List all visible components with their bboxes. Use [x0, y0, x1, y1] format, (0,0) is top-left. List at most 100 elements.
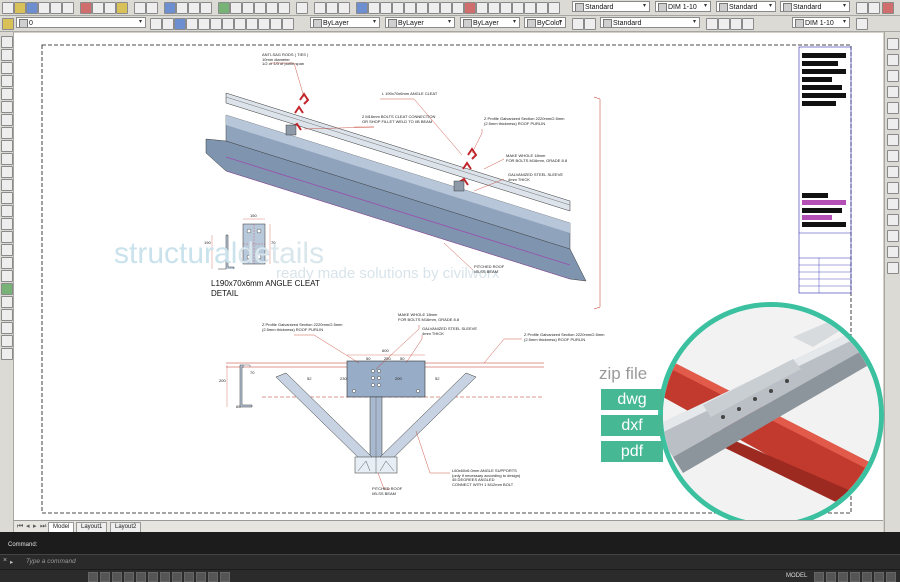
array-icon[interactable]	[1, 335, 13, 347]
isolate-objects-icon[interactable]	[862, 572, 872, 582]
design-center-icon[interactable]	[230, 2, 242, 14]
annotation-icon[interactable]	[814, 572, 824, 582]
join-icon[interactable]	[887, 166, 899, 178]
layer-manager-icon[interactable]	[314, 2, 326, 14]
arc-tool-icon[interactable]	[1, 101, 13, 113]
format-dwg-badge[interactable]: dwg	[601, 389, 663, 410]
print-icon[interactable]	[38, 2, 50, 14]
quick-properties-icon[interactable]	[208, 572, 218, 582]
layer-match-icon[interactable]	[222, 18, 234, 30]
dim-style-select[interactable]: DIM 1-10▾	[655, 1, 711, 12]
table-icon[interactable]	[1, 257, 13, 269]
zoom-realtime-icon[interactable]	[176, 2, 188, 14]
line-icon[interactable]	[356, 2, 368, 14]
osnap-icon[interactable]	[136, 572, 146, 582]
layer-state-icon[interactable]	[326, 2, 338, 14]
gradient-icon[interactable]	[1, 231, 13, 243]
pan-icon[interactable]	[164, 2, 176, 14]
layout-space-icon[interactable]	[584, 18, 596, 30]
close-icon[interactable]	[882, 2, 894, 14]
hatch-tool-icon[interactable]	[1, 218, 13, 230]
multileader-style-select[interactable]: Standard▾	[780, 1, 850, 12]
layer-copy-icon[interactable]	[270, 18, 282, 30]
block-icon[interactable]	[440, 2, 452, 14]
steering-wheel-icon[interactable]	[887, 86, 899, 98]
mirror-icon[interactable]	[548, 2, 560, 14]
erase-tool-icon[interactable]	[1, 283, 13, 295]
extend-tool-icon[interactable]	[887, 134, 899, 146]
revision-cloud-icon[interactable]	[1, 127, 13, 139]
extend-icon[interactable]	[524, 2, 536, 14]
publish-icon[interactable]	[62, 2, 74, 14]
trim-tool-icon[interactable]	[887, 118, 899, 130]
customize-icon[interactable]	[886, 572, 896, 582]
offset-tool-icon[interactable]	[1, 322, 13, 334]
circle-tool-icon[interactable]	[1, 114, 13, 126]
line-tool-icon[interactable]	[1, 36, 13, 48]
polyline-icon[interactable]	[368, 2, 380, 14]
ucs-icon[interactable]	[730, 18, 742, 30]
chamfer-icon[interactable]	[887, 182, 899, 194]
lengthen-icon[interactable]	[887, 246, 899, 258]
cut-icon[interactable]	[80, 2, 92, 14]
save-icon[interactable]	[26, 2, 38, 14]
point-icon[interactable]	[1, 205, 13, 217]
lineweight-select[interactable]: ByLayer▾	[460, 17, 520, 28]
copy-icon[interactable]	[92, 2, 104, 14]
undo-icon[interactable]	[134, 2, 146, 14]
workspace-switch-icon[interactable]	[826, 572, 836, 582]
dyn-icon[interactable]	[172, 572, 182, 582]
grid-icon[interactable]	[100, 572, 110, 582]
markup-icon[interactable]	[266, 2, 278, 14]
named-views-icon[interactable]	[718, 18, 730, 30]
layer-isolate-icon[interactable]	[174, 18, 186, 30]
ducs-icon[interactable]	[160, 572, 170, 582]
model-space-icon[interactable]	[572, 18, 584, 30]
layer-off-icon[interactable]	[186, 18, 198, 30]
scale-icon[interactable]	[500, 2, 512, 14]
ellipse-arc-icon[interactable]	[1, 166, 13, 178]
rotate-icon[interactable]	[488, 2, 500, 14]
layer-previous-icon[interactable]	[338, 2, 350, 14]
dim-style-select-2[interactable]: DIM 1-10▾	[792, 17, 850, 28]
match-properties-icon[interactable]	[116, 2, 128, 14]
zoom-extents-icon[interactable]	[887, 54, 899, 66]
make-block-icon[interactable]	[1, 192, 13, 204]
rectangle-tool-icon[interactable]	[1, 88, 13, 100]
format-dxf-badge[interactable]: dxf	[601, 415, 663, 436]
text-style-select[interactable]: Standard▾	[572, 1, 650, 12]
command-input[interactable]	[26, 557, 226, 566]
prev-tab-icon[interactable]: ◂	[26, 523, 30, 530]
mirror-tool-icon[interactable]	[1, 309, 13, 321]
showmotion-icon[interactable]	[887, 102, 899, 114]
rectangle-icon[interactable]	[404, 2, 416, 14]
layer-change-icon[interactable]	[234, 18, 246, 30]
close-icon[interactable]: ×	[3, 557, 8, 564]
ortho-icon[interactable]	[112, 572, 122, 582]
redo-icon[interactable]	[146, 2, 158, 14]
new-file-icon[interactable]	[2, 2, 14, 14]
drawing-canvas[interactable]: structuraldetails ready made solutions b…	[14, 33, 883, 520]
settings-icon[interactable]	[868, 2, 880, 14]
zoom-window-icon[interactable]	[188, 2, 200, 14]
layer-delete-icon[interactable]	[258, 18, 270, 30]
next-tab-icon[interactable]: ▸	[33, 523, 37, 530]
explode-icon[interactable]	[887, 214, 899, 226]
clean-screen-icon[interactable]	[874, 572, 884, 582]
plotstyle-select[interactable]: ByColor▾	[524, 17, 566, 28]
layer-unisolate-icon[interactable]	[282, 18, 294, 30]
polygon-icon[interactable]	[1, 75, 13, 87]
annotation-scale-icon[interactable]	[856, 18, 868, 30]
fillet-icon[interactable]	[887, 198, 899, 210]
layer-merge-icon[interactable]	[246, 18, 258, 30]
visual-style-select[interactable]: Standard▾	[600, 17, 700, 28]
last-tab-icon[interactable]: ⏭	[40, 523, 47, 530]
properties-icon[interactable]	[218, 2, 230, 14]
scale-tool-icon[interactable]	[887, 262, 899, 274]
help-icon[interactable]	[296, 2, 308, 14]
ucs-world-icon[interactable]	[742, 18, 754, 30]
layer-on-icon[interactable]	[2, 18, 14, 30]
lineweight-toggle-icon[interactable]	[184, 572, 194, 582]
open-file-icon[interactable]	[14, 2, 26, 14]
format-pdf-badge[interactable]: pdf	[601, 441, 663, 462]
